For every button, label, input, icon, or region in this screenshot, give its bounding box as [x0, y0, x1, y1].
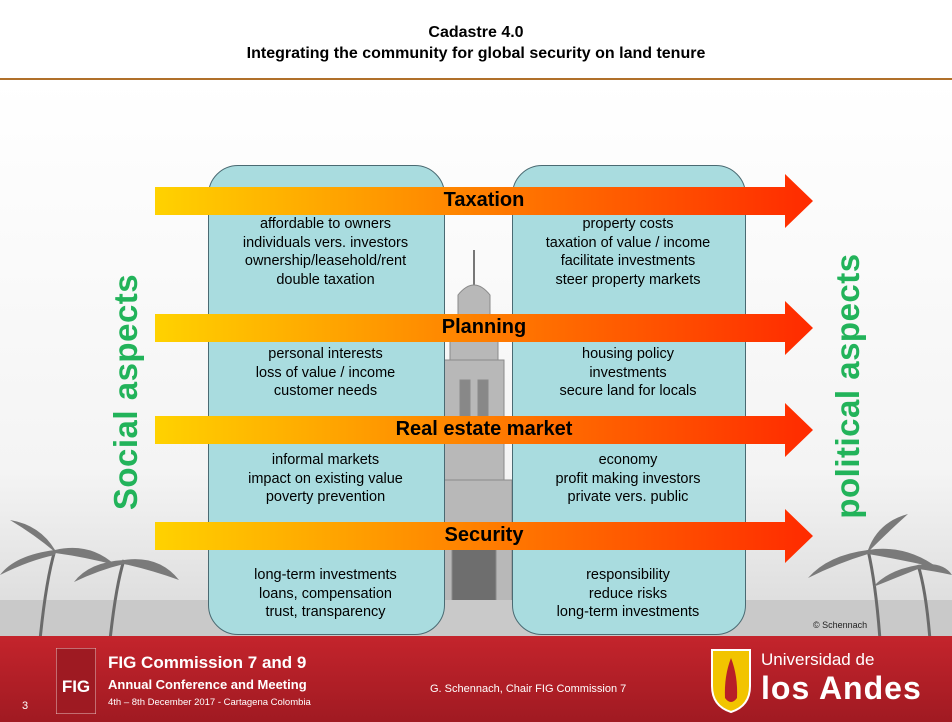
list-item: loans, compensation: [259, 585, 392, 602]
list-item: profit making investors: [555, 470, 701, 487]
right-column-panel: [512, 165, 746, 635]
list-item: loss of value / income: [255, 364, 396, 381]
list-item: customer needs: [273, 383, 378, 399]
page-number: 3: [22, 700, 29, 712]
list-item: trust, transparency: [265, 604, 386, 620]
list-item: long-term investments: [254, 567, 397, 583]
list-item: double taxation: [276, 271, 375, 288]
list-item: informal markets: [271, 452, 380, 468]
planning-arrow: [155, 301, 813, 355]
real-estate-political-list: economy profit making investors private …: [512, 451, 744, 507]
real-estate-social-list: informal markets impact on existing valu…: [208, 451, 443, 507]
list-item: personal interests: [268, 346, 383, 362]
security-arrow: [155, 509, 813, 563]
left-column-panel: [208, 165, 445, 635]
presenter-credit: G. Schennach, Chair FIG Commission 7: [430, 683, 627, 695]
list-item: affordable to owners: [259, 216, 392, 232]
security-political-list: responsibility reduce risks long-term in…: [512, 566, 744, 622]
list-item: reduce risks: [588, 585, 668, 602]
planning-social-list: personal interests loss of value / incom…: [208, 345, 443, 401]
list-item: economy: [598, 452, 658, 468]
list-item: responsibility: [586, 567, 670, 583]
list-item: taxation of value / income: [545, 234, 711, 251]
band-label-taxation: Taxation: [443, 189, 525, 211]
header-divider: [0, 78, 952, 80]
real-estate-market-arrow: [155, 403, 813, 457]
fig-logo-text: FIG: [62, 677, 90, 696]
band-label-planning: Planning: [441, 316, 527, 338]
list-item: ownership/leasehold/rent: [244, 253, 407, 269]
list-item: individuals vers. investors: [242, 234, 409, 251]
fig-logo-icon: FIG: [56, 648, 96, 714]
list-item: secure land for locals: [559, 383, 697, 399]
copyright-note: © Schennach: [813, 620, 868, 630]
university-shield-icon: [711, 649, 751, 714]
taxation-political-list: property costs taxation of value / incom…: [512, 215, 744, 289]
slide-footer: [0, 636, 952, 722]
list-item: long-term investments: [556, 604, 700, 620]
conference-title: FIG Commission 7 and 9: [108, 653, 307, 672]
social-aspects-label: Social aspects: [107, 273, 144, 511]
list-item: impact on existing value: [248, 470, 403, 487]
slide-header: Cadastre 4.0 Integrating the community f…: [0, 0, 952, 78]
band-label-real-estate-market: Real estate market: [395, 418, 573, 440]
list-item: poverty prevention: [265, 489, 386, 505]
list-item: private vers. public: [567, 489, 689, 505]
university-name-line2: los Andes: [761, 670, 922, 706]
security-social-list: long-term investments loans, compensatio…: [208, 566, 443, 622]
list-item: property costs: [582, 216, 674, 232]
list-item: steer property markets: [555, 271, 701, 288]
list-item: housing policy: [582, 346, 674, 362]
taxation-social-list: affordable to owners individuals vers. i…: [208, 215, 443, 289]
conference-subtitle: Annual Conference and Meeting: [108, 677, 307, 692]
planning-political-list: housing policy investments secure land f…: [512, 345, 744, 401]
slide-subtitle: Integrating the community for global sec…: [246, 45, 706, 62]
conference-dates: 4th – 8th December 2017 - Cartagena Colo…: [108, 697, 311, 708]
university-name-line1: Universidad de: [761, 650, 875, 669]
slide-title: Cadastre 4.0: [428, 24, 524, 41]
list-item: facilitate investments: [560, 253, 696, 269]
taxation-arrow: [155, 174, 813, 228]
list-item: investments: [589, 364, 667, 381]
political-aspects-label: political aspects: [829, 253, 866, 519]
band-label-security: Security: [444, 524, 524, 546]
